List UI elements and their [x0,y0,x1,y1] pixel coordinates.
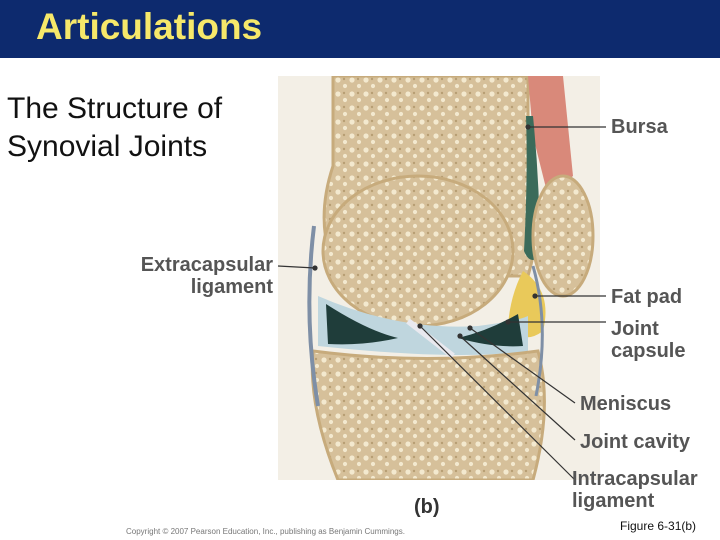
label-intracapsular-line1: Intracapsular [572,468,698,490]
label-extracapsular-line1: Extracapsular [140,254,273,276]
copyright-notice: Copyright © 2007 Pearson Education, Inc.… [126,527,405,536]
tibia [310,349,546,480]
title-bar [0,0,720,58]
label-joint-capsule-line1: Joint [611,318,659,340]
label-intracapsular-line2: ligament [572,490,655,512]
muscle-tendon [528,76,573,196]
panel-letter: (b) [414,496,440,518]
slide-subtitle: The Structure of Synovial Joints [7,92,223,163]
joint-capsule-line [307,225,320,407]
meniscus-left [326,304,398,345]
patella [531,174,595,298]
label-intracapsular-ligament: Intracapsular ligament [572,468,698,512]
label-joint-capsule: Joint capsule [611,318,685,362]
synovial-joint-diagram [278,76,600,480]
figure-reference: Figure 6-31(b) [620,519,697,533]
label-extracapsular-ligament: Extracapsular ligament [126,254,273,298]
label-extracapsular-line2: ligament [190,276,273,298]
label-meniscus: Meniscus [580,393,672,415]
label-joint-cavity: Joint cavity [580,431,691,453]
label-bursa: Bursa [611,116,668,138]
page-title: Articulations [36,6,263,47]
label-fat-pad: Fat pad [611,286,683,308]
label-joint-capsule-line2: capsule [611,340,686,362]
